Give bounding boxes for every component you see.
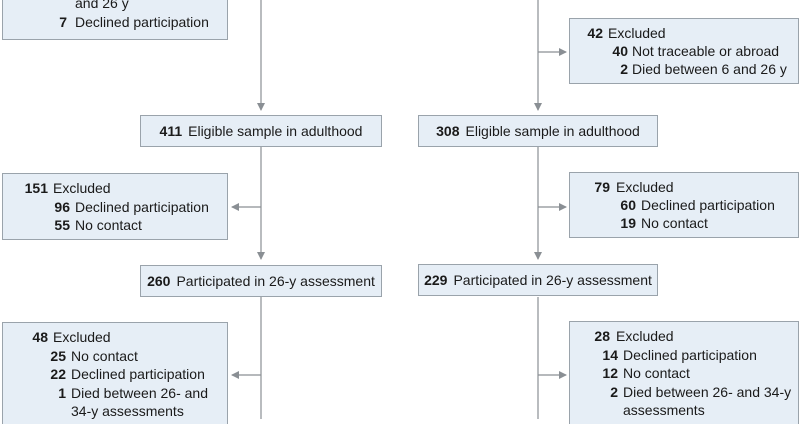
label: Declined participation bbox=[71, 366, 205, 382]
label: Excluded bbox=[616, 328, 674, 344]
count: 19 bbox=[620, 215, 636, 231]
label: Eligible sample in adulthood bbox=[465, 123, 640, 139]
count: 14 bbox=[602, 347, 618, 363]
label: Excluded bbox=[53, 180, 111, 196]
top-left-exclusion-box: and 26 y 7 Declined participation bbox=[2, 0, 228, 40]
label: Declined participation bbox=[75, 199, 209, 215]
count: 60 bbox=[620, 197, 636, 213]
label: Excluded bbox=[616, 179, 674, 195]
count: 79 bbox=[594, 179, 610, 195]
label: No contact bbox=[623, 365, 690, 381]
count: 411 bbox=[159, 123, 183, 139]
label: Died between 6 and 26 y bbox=[632, 61, 787, 77]
label: Died between 26- and bbox=[71, 385, 208, 401]
label: Participated in 26-y assessment bbox=[176, 273, 375, 289]
label: Participated in 26-y assessment bbox=[453, 272, 652, 288]
label: Eligible sample in adulthood bbox=[188, 123, 363, 139]
count: 25 bbox=[50, 348, 66, 364]
left-eligible-box: 411 Eligible sample in adulthood bbox=[140, 115, 382, 147]
label: No contact bbox=[75, 217, 142, 233]
label: Died between 26- and 34-y bbox=[623, 384, 792, 400]
count: 48 bbox=[32, 329, 48, 345]
label: assessments bbox=[623, 402, 705, 418]
label: Excluded bbox=[608, 25, 666, 41]
left-exclusion-box-3: 48 Excluded 25 No contact 22 Declined pa… bbox=[2, 322, 228, 424]
label: and 26 y bbox=[75, 0, 129, 11]
count: 42 bbox=[587, 25, 603, 41]
label: Declined participation bbox=[623, 347, 757, 363]
label: No contact bbox=[641, 215, 708, 231]
count: 55 bbox=[54, 217, 70, 233]
left-participated-box: 260 Participated in 26-y assessment bbox=[140, 265, 382, 297]
right-exclusion-box-2: 79 Excluded 60 Declined participation 19… bbox=[569, 172, 799, 238]
label: No contact bbox=[71, 348, 138, 364]
count: 2 bbox=[620, 61, 628, 77]
count: 1 bbox=[58, 385, 66, 401]
right-eligible-box: 308 Eligible sample in adulthood bbox=[418, 115, 658, 147]
right-exclusion-box-1: 42 Excluded 40 Not traceable or abroad 2… bbox=[569, 18, 799, 84]
label: 34-y assessments bbox=[71, 403, 184, 419]
label: Declined participation bbox=[75, 14, 209, 30]
count: 151 bbox=[24, 180, 48, 196]
count: 22 bbox=[50, 366, 66, 382]
left-exclusion-box-2: 151 Excluded 96 Declined participation 5… bbox=[2, 173, 228, 240]
right-exclusion-box-3: 28 Excluded 14 Declined participation 12… bbox=[569, 321, 799, 424]
count: 2 bbox=[610, 384, 618, 400]
count: 28 bbox=[594, 328, 610, 344]
count: 229 bbox=[424, 272, 448, 288]
count: 7 bbox=[59, 14, 67, 30]
right-participated-box: 229 Participated in 26-y assessment bbox=[418, 264, 658, 296]
count: 40 bbox=[612, 43, 628, 59]
count: 308 bbox=[436, 123, 460, 139]
label: Excluded bbox=[53, 329, 111, 345]
label: Not traceable or abroad bbox=[632, 43, 780, 59]
label: Declined participation bbox=[641, 197, 775, 213]
count: 260 bbox=[147, 273, 171, 289]
count: 96 bbox=[54, 199, 70, 215]
count: 12 bbox=[602, 365, 618, 381]
